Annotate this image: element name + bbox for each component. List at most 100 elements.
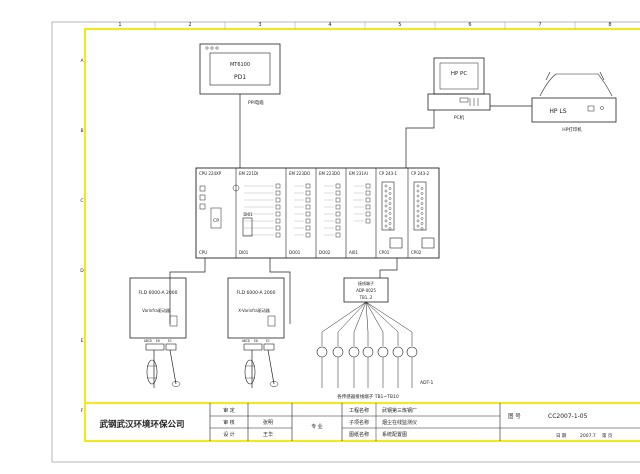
plc-module-title: EM 223DO: [289, 171, 310, 176]
tb-project-value: 武钢第三炼钢厂: [382, 407, 417, 414]
hmi-model: MT6100: [230, 62, 250, 68]
company-name: 武钢武汉环境环保公司: [99, 419, 184, 430]
tb-role: 设 计: [223, 431, 235, 438]
plc-module-title: EM 231AI: [349, 171, 368, 176]
ruler-mark: 4: [328, 22, 331, 28]
plc-module-title: CP 243-2: [411, 171, 430, 176]
plc-module-tag: CPU: [199, 250, 207, 255]
tb-role: 审 定: [223, 407, 235, 414]
ruler-mark: 2: [188, 22, 191, 28]
plc-module: EM 223DO DO02: [315, 168, 341, 258]
ruler-side-mark: E: [81, 338, 84, 344]
plc-module-title: EM 221DI: [239, 171, 258, 176]
drive-title: FLD 6000-A 2000: [237, 290, 276, 296]
junction-label-3: TB1..2: [359, 295, 373, 300]
cpu-keyswitch: [232, 184, 240, 192]
sheet-outer-border: [51, 21, 640, 463]
drive-sub: X-Varinfra驱动器: [238, 307, 269, 313]
ruler-side-mark: B: [80, 128, 83, 134]
tb-person: 张明: [263, 419, 273, 426]
ruler-side: A B C D E F: [80, 58, 84, 414]
drawing-frame: [84, 28, 640, 442]
drive-port-label: E0: [156, 339, 160, 343]
tb-role: 审 核: [223, 419, 235, 426]
hmi-tag: PD1: [234, 74, 246, 81]
cpu-mark: CP: [213, 218, 219, 224]
plc-module: EM 231AI AI01: [345, 168, 371, 258]
hp-pc: HP PC PC机: [427, 57, 491, 121]
plc-module: CPU 224XP CPU: [199, 171, 222, 255]
di-mark: DI01: [243, 212, 253, 217]
ruler-side-mark: C: [80, 198, 83, 204]
drive-title: FLD 6000-A 2000: [139, 290, 178, 296]
plc-module-title: CPU 224XP: [199, 171, 222, 176]
plc-module-tag: DO01: [289, 250, 301, 255]
plc-module: EM 221DI DI01: [235, 168, 281, 258]
tb-bottom-cell: 第 页: [602, 432, 613, 439]
ruler-mark: 7: [538, 22, 541, 28]
junction-label-2: ADP-0025: [356, 288, 376, 293]
sheet-label: 图 号: [508, 412, 521, 420]
sensor-caption: 各传感器接线端子 TB1~TB10: [337, 393, 399, 400]
sheet-number: CC2007-1-05: [548, 413, 588, 420]
drive-port-label: ABCD: [144, 339, 152, 343]
ruler-mark: 8: [608, 22, 611, 28]
plc-module-title: CP 243-1: [379, 171, 398, 176]
sensor-symbol: [392, 346, 404, 358]
hp-printer-sub: HP打印机: [562, 126, 582, 133]
tb-project-key: 子项名称: [349, 419, 369, 426]
drive-port-label: ABCD: [242, 339, 250, 343]
tb-project-key: 图纸名称: [349, 431, 369, 438]
tb-mid-label: 专 业: [311, 423, 323, 430]
sensor-tag: ADT-1: [420, 380, 434, 386]
plc-module: EM 223DO DO01: [285, 168, 311, 258]
ruler-mark: 6: [468, 22, 471, 28]
drive-port-label: E1: [266, 339, 270, 343]
title-block: 武钢武汉环境环保公司 审 定审 核张明设 计王华 专 业 工程名称武钢第三炼钢厂…: [99, 403, 640, 441]
hp-pc-sub: PC机: [454, 114, 465, 121]
hp-pc-label: HP PC: [451, 71, 468, 77]
sensor-symbol: [377, 346, 389, 358]
ruler-side-mark: F: [81, 408, 84, 414]
ruler-mark: 5: [398, 22, 401, 28]
sensor-symbol: [406, 346, 418, 358]
sensor-symbol: [316, 346, 328, 358]
ruler-side-mark: A: [80, 58, 84, 64]
plc-module-tag: CP01: [379, 250, 390, 255]
plc-module-tag: DO02: [319, 250, 331, 255]
hmi-panel: MT6100 PD1: [199, 43, 281, 95]
sensor-symbol: [348, 346, 360, 358]
tb-bottom-cell: 日 期: [556, 433, 567, 439]
plc-module-tag: CP02: [411, 250, 422, 255]
sensor-symbol: [362, 346, 374, 358]
drive2-link: [269, 258, 291, 324]
sensor-junction-box: 接线端子 ADP-0025 TB1..2: [343, 277, 389, 303]
hp-printer: HP LS HP打印机: [531, 71, 617, 133]
ruler-mark: 1: [118, 22, 121, 28]
ruler-top: 1 2 3 4 5 6 7 8: [118, 22, 612, 29]
ruler-side-mark: D: [80, 268, 84, 274]
drive-sub: Varinfra驱动器: [142, 307, 170, 313]
sensor-symbol: [332, 346, 344, 358]
junction-link: [379, 258, 398, 278]
plc-module-tag: AI01: [349, 250, 358, 255]
hp-printer-label: HP LS: [549, 108, 566, 115]
drive1-link: [169, 258, 206, 324]
tb-project-value: 烟尘在线监测仪: [382, 419, 417, 426]
drive-port-label: E1: [168, 339, 172, 343]
tb-bottom-cell: 2007.7: [580, 433, 596, 439]
ruler-mark: 3: [258, 22, 261, 28]
sensor-array: [316, 301, 418, 388]
drive-port-label: E0: [254, 339, 258, 343]
pc-plc-link: [405, 110, 435, 168]
tb-person: 王华: [263, 431, 273, 438]
junction-label-1: 接线端子: [358, 280, 374, 286]
plc-module-title: EM 223DO: [319, 171, 340, 176]
tb-project-value: 系统配置图: [382, 431, 407, 438]
